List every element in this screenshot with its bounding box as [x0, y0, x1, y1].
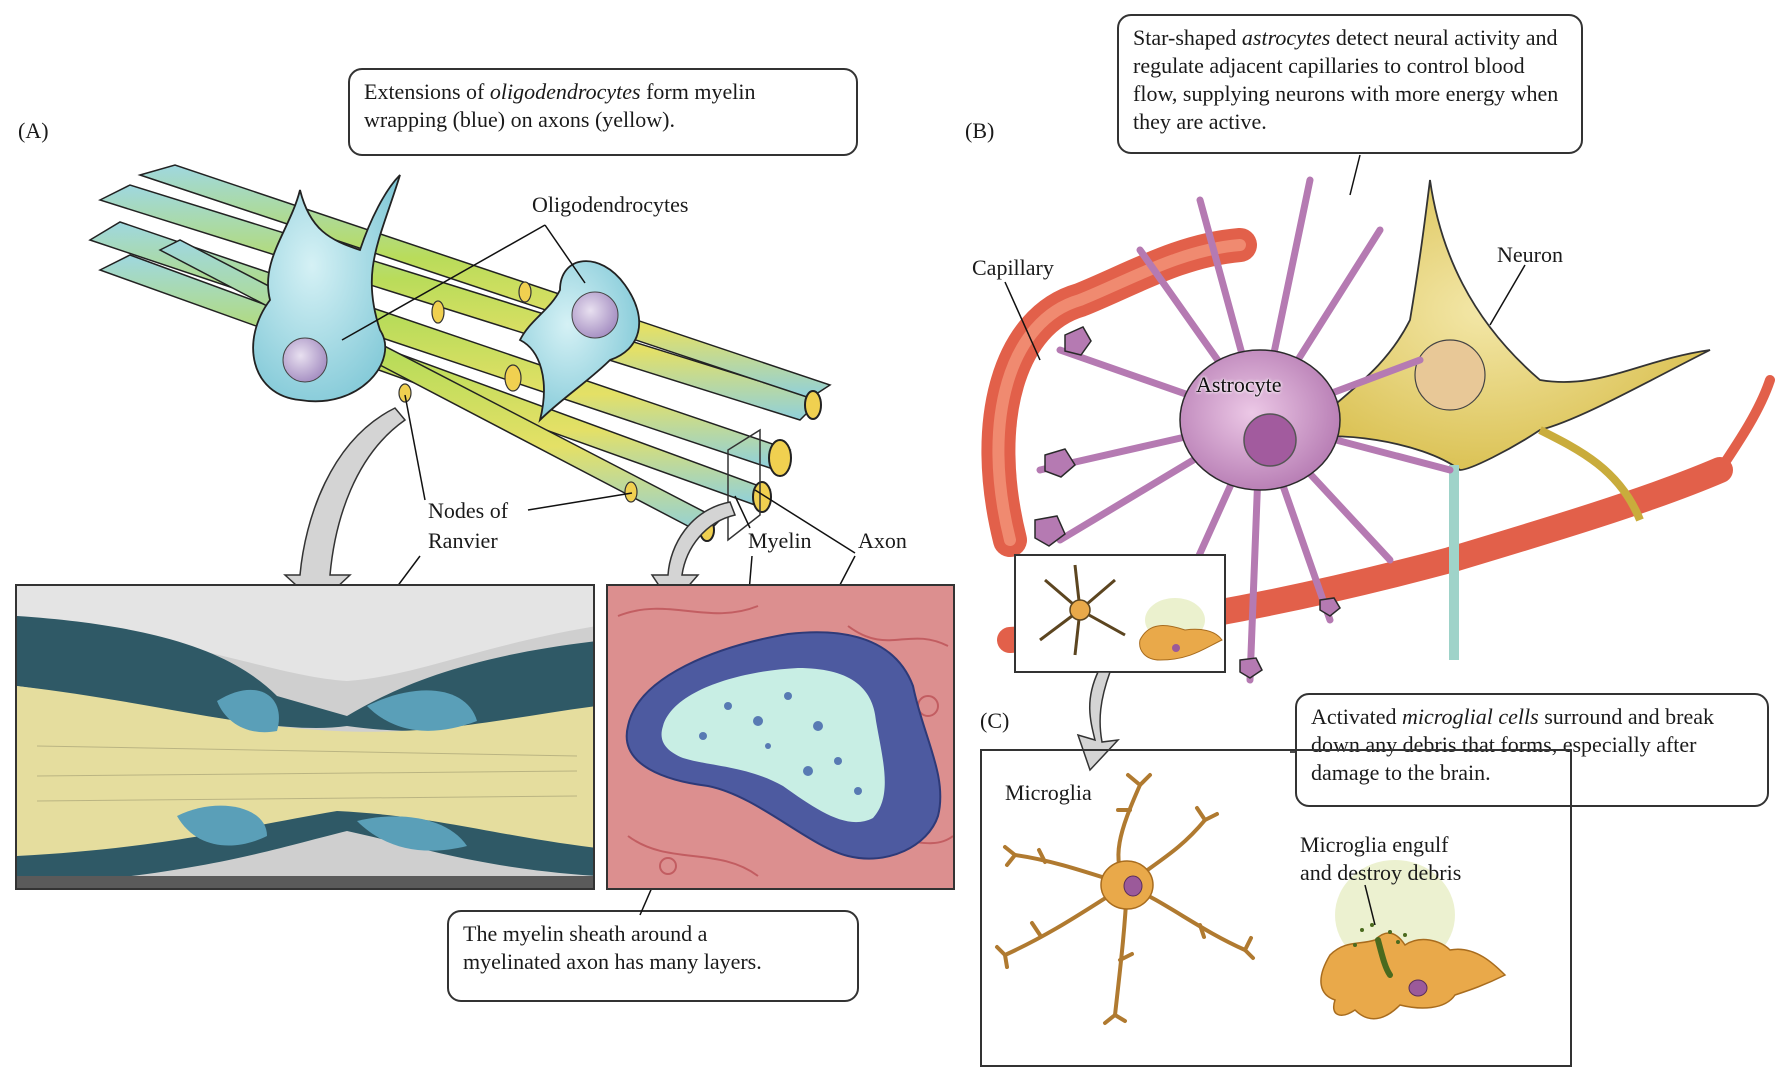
label-myelin: Myelin: [748, 528, 812, 553]
astrocyte: [1034, 176, 1454, 684]
label-axon: Axon: [858, 528, 907, 553]
inset-microglia-activated: [1139, 598, 1223, 661]
panel-c-box: [980, 749, 1572, 1067]
label-microglia-engulf-line1: Microglia engulf: [1300, 832, 1449, 857]
callout-oligodendrocytes: Extensions of oligodendrocytes form myel…: [348, 68, 858, 156]
label-neuron: Neuron: [1497, 242, 1563, 267]
oligodendrocyte-left: [252, 174, 401, 403]
label-nodes-of: Nodes of: [428, 498, 509, 523]
callout-sheath-line1: The myelin sheath around a: [463, 921, 708, 946]
microglia-ramified-body: [1100, 860, 1154, 910]
panel-a-label: (A): [18, 118, 49, 143]
em-node-image: [17, 586, 593, 888]
node: [398, 383, 412, 403]
oligodendrocyte-right: [518, 260, 641, 423]
arrow-to-panel-c: [1076, 671, 1120, 772]
callout-astrocytes: Star-shaped astrocytes detect neural act…: [1117, 14, 1583, 154]
callout-c-post: surround and break down any debris that …: [1311, 704, 1715, 785]
label-oligodendrocytes: Oligodendrocytes: [532, 192, 689, 217]
leader-lines-c: [1290, 751, 1376, 926]
panel-b-label: (B): [965, 118, 995, 143]
callout-sheath-line2: myelinated axon has many layers.: [463, 949, 762, 974]
inset-microglia-ramified: [1039, 564, 1126, 656]
callout-a-post: form myelin wrapping (blue) on axons (ye…: [364, 79, 756, 132]
callout-c-italic: microglial cells: [1402, 704, 1539, 729]
label-microglia-engulf-line2: and destroy debris: [1300, 860, 1462, 885]
leader-lines-b: [1004, 154, 1526, 361]
label-capillary: Capillary: [972, 255, 1054, 280]
callout-b-italic: astrocytes: [1241, 25, 1331, 50]
callout-myelin-sheath: The myelin sheath around a myelinated ax…: [447, 910, 859, 1002]
callout-c-pre: Activated: [1311, 704, 1403, 729]
em-myelin-image: [608, 586, 953, 888]
node: [518, 281, 532, 303]
em-myelin-cross-section: [606, 584, 955, 890]
callout-a-pre: Extensions of: [364, 79, 490, 104]
node: [504, 364, 522, 392]
label-astrocyte: Astrocyte: [1196, 372, 1282, 397]
em-node-of-ranvier: [15, 584, 595, 890]
callout-a-italic: oligodendrocytes: [489, 79, 641, 104]
node: [431, 300, 445, 324]
panel-c-label: (C): [980, 708, 1010, 733]
label-ranvier: Ranvier: [428, 528, 498, 553]
node: [624, 481, 638, 503]
nodes-of-ranvier: [398, 281, 638, 503]
callout-b-post: detect neural activity and regulate adja…: [1133, 25, 1559, 134]
callout-b-pre: Star-shaped: [1133, 25, 1242, 50]
neuron: [1297, 179, 1711, 660]
label-microglia: Microglia: [1005, 780, 1092, 805]
